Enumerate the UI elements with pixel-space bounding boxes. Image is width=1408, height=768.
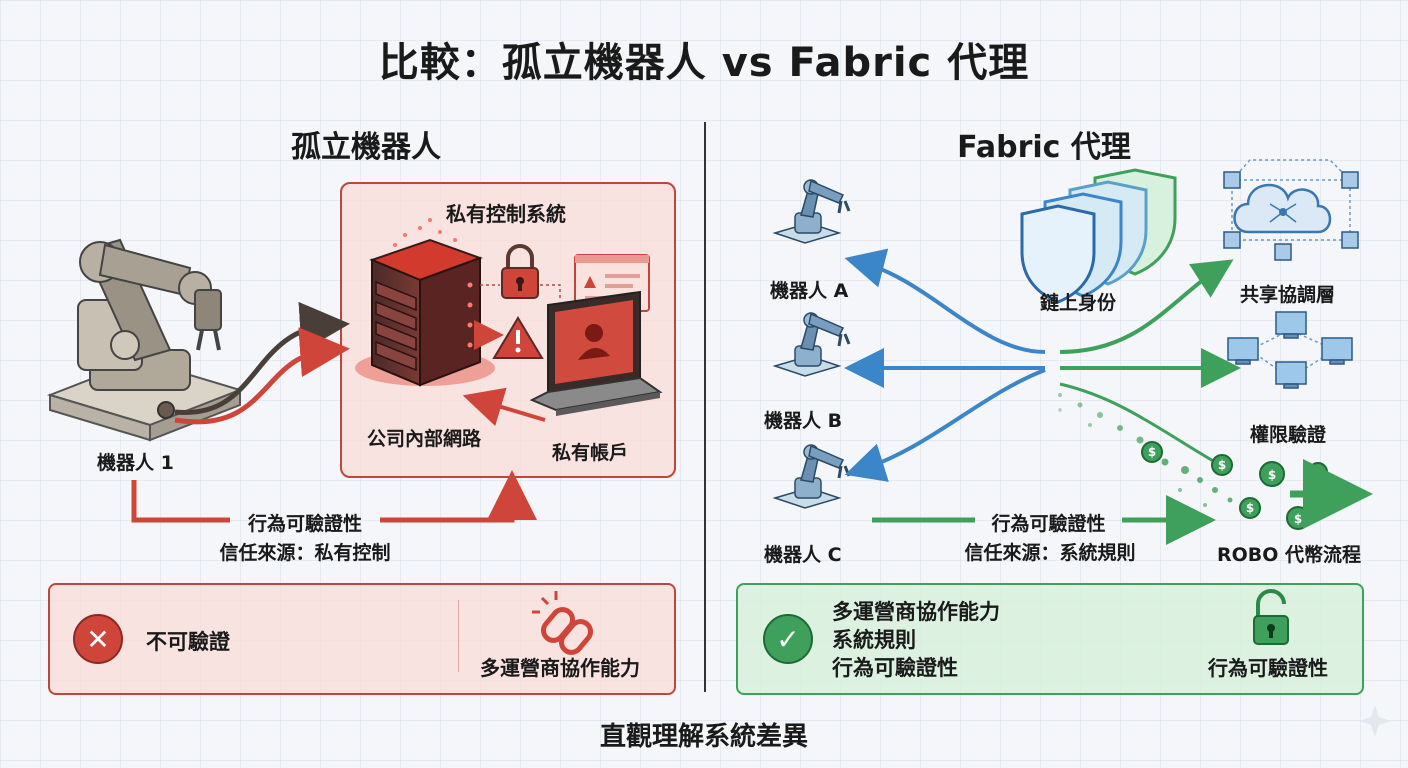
svg-text:$: $	[1218, 458, 1226, 472]
cable-arrow-red	[174, 327, 350, 425]
svg-text:$: $	[1314, 465, 1322, 479]
summary-line-multi-operator: 多運營商協作能力	[832, 600, 1000, 624]
right-heading: Fabric 代理	[957, 130, 1131, 165]
robo-flow-label: ROBO 代幣流程	[1217, 544, 1362, 566]
unlock-label: 行為可驗證性	[1208, 656, 1328, 680]
center-divider	[704, 122, 706, 692]
right-trust-label: 信任來源：系統規則	[964, 542, 1136, 564]
left-verify-label: 行為可驗證性	[247, 513, 362, 535]
onchain-identity-label: 鏈上身份	[1040, 292, 1117, 314]
robot-c-label: 機器人 C	[764, 544, 842, 566]
private-box-title: 私有控制系統	[446, 202, 566, 226]
left-summary-separator	[458, 600, 459, 672]
robot-1-label: 機器人 1	[97, 452, 174, 474]
return-arrow	[462, 387, 546, 427]
robot-a-icon	[772, 179, 851, 244]
cloud-network-icon	[1223, 159, 1359, 261]
robot-a-label: 機器人 A	[770, 280, 849, 302]
left-trust-label: 信任來源：私有控制	[219, 542, 391, 564]
shield-stack-icon	[1020, 168, 1177, 304]
right-verify-label: 行為可驗證性	[991, 513, 1106, 535]
right-summary-lines: 多運營商協作能力 系統規則 行為可驗證性	[832, 598, 1000, 682]
internal-network-label: 公司內部網路	[367, 428, 482, 450]
summary-line-verifiable: 行為可驗證性	[832, 656, 958, 680]
server-icon	[355, 218, 495, 387]
left-flow-line-a	[131, 480, 230, 523]
not-verifiable-label: 不可驗證	[146, 630, 230, 654]
unlock-icon	[1253, 589, 1289, 645]
svg-text:$: $	[1268, 468, 1276, 482]
broken-link-icon	[532, 591, 593, 655]
check-circle-icon: ✓	[763, 614, 813, 664]
permission-verify-label: 權限驗證	[1250, 424, 1327, 446]
x-circle-icon: ✕	[73, 614, 123, 664]
robot-b-icon	[772, 312, 851, 377]
left-multi-operator-label: 多運營商協作能力	[480, 656, 640, 680]
left-flow-line-b	[380, 470, 537, 523]
laptop-icon	[529, 290, 663, 416]
left-summary-box	[48, 583, 676, 695]
dashboard-window-icon	[574, 254, 650, 312]
svg-text:$: $	[1148, 445, 1156, 459]
sparkle-icon	[1359, 705, 1391, 737]
computers-network-icon	[1227, 311, 1353, 389]
flow-lines	[844, 248, 1241, 482]
footer-caption: 直觀理解系統差異	[599, 722, 808, 752]
left-heading: 孤立機器人	[291, 130, 441, 165]
coin-icons: $ $ $ $ $ $	[1141, 441, 1328, 530]
summary-line-system-rules: 系統規則	[832, 628, 916, 652]
lock-icon	[501, 244, 539, 299]
private-account-label: 私有帳戶	[552, 442, 629, 464]
page-title: 比較：孤立機器人 vs Fabric 代理	[378, 40, 1030, 86]
robot-arm-icon	[46, 238, 244, 442]
svg-text:$: $	[1246, 501, 1254, 515]
robot-c-icon	[772, 444, 851, 509]
warning-icon	[492, 316, 544, 359]
svg-text:$: $	[1294, 512, 1302, 526]
robot-b-label: 機器人 B	[764, 410, 843, 432]
shared-layer-label: 共享協調層	[1240, 284, 1336, 306]
